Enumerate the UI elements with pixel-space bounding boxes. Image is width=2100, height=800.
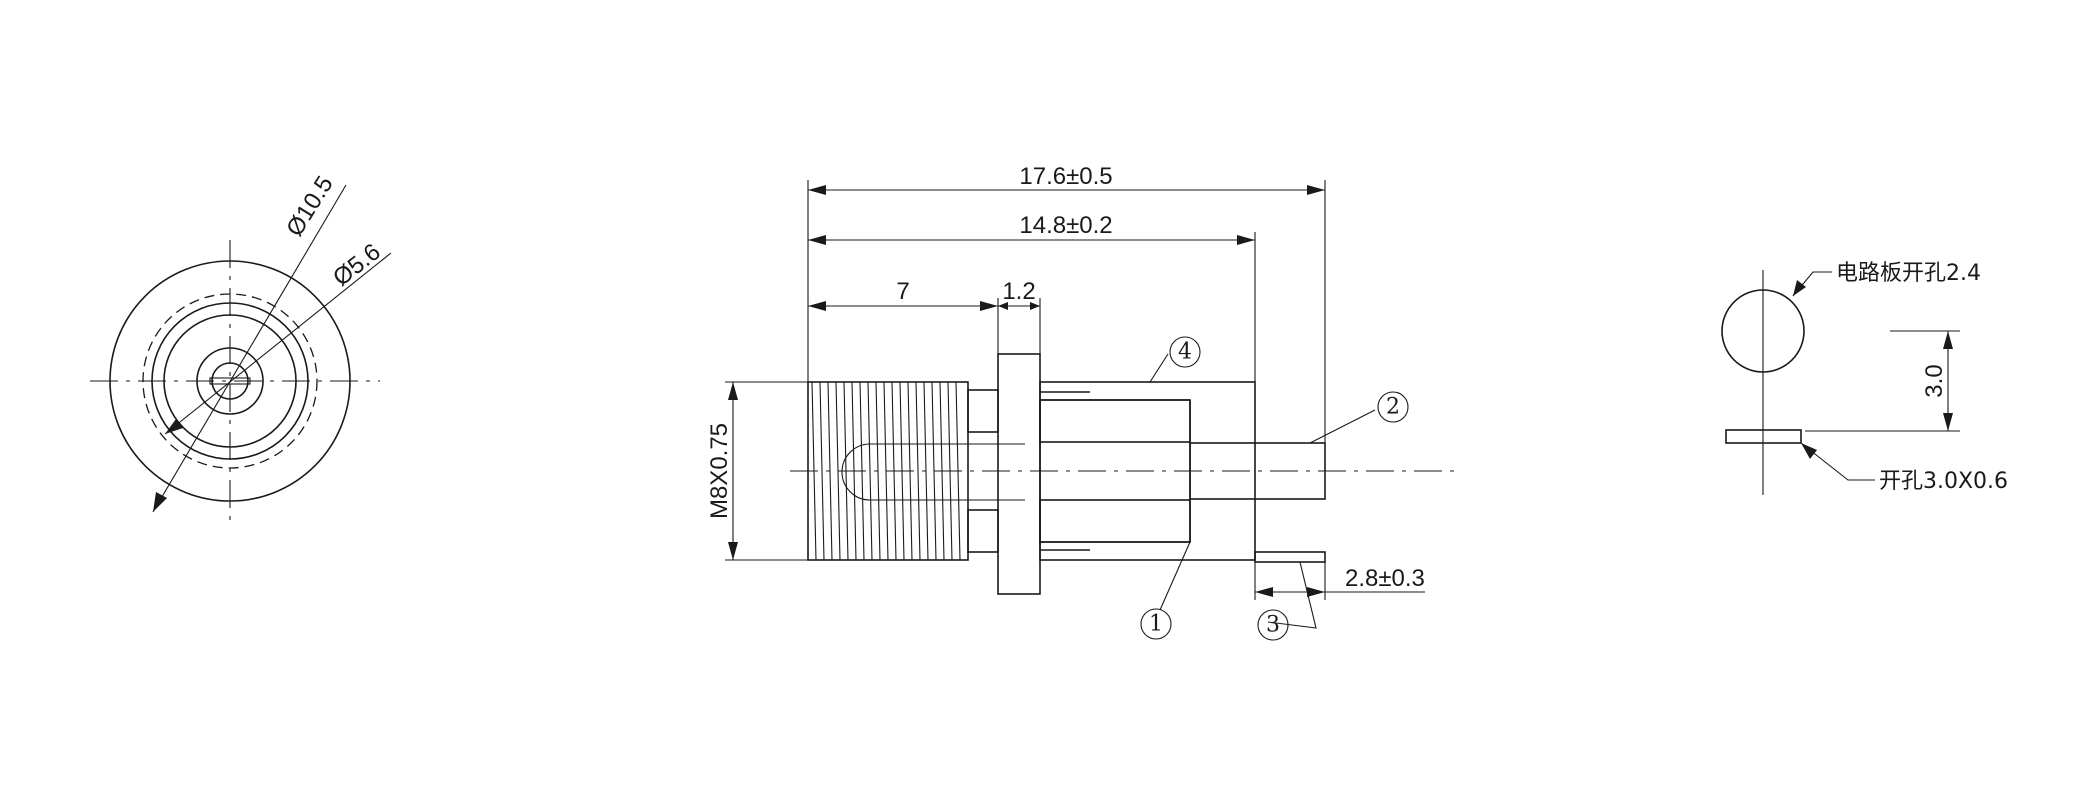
pcb-slot-hole — [1725, 429, 1802, 444]
thread-line — [819, 381, 825, 561]
front-view: Ø10.5 Ø5.6 — [90, 171, 392, 525]
overall-length-label: 17.6±0.5 — [1019, 163, 1112, 190]
thread-line — [915, 381, 921, 561]
callout-2: 2 — [1377, 391, 1409, 423]
callout-1-leader — [1159, 541, 1191, 611]
spacing-label: 3.0 — [1921, 364, 1948, 397]
body-length-label: 14.8±0.2 — [1019, 212, 1112, 239]
flange-outer-circle — [109, 260, 351, 502]
thread-root-circle — [142, 293, 318, 469]
thread-length-label: 7 — [896, 278, 909, 305]
pcb-round-hole — [1721, 289, 1805, 373]
side-view: 17.6±0.5 14.8±0.2 7 1.2 M8X0.75 2.8±0.3 … — [706, 163, 1460, 641]
dia-outer-arrow — [153, 492, 167, 512]
pin-3-terminal — [1254, 551, 1326, 563]
neck-bottom — [967, 509, 999, 553]
callout-3: 3 — [1257, 609, 1289, 641]
bore-circle — [163, 314, 297, 448]
center-pin-slot — [209, 377, 251, 385]
callout-3-leader — [1267, 561, 1317, 629]
callout-2-leader — [1309, 409, 1376, 444]
internal-bore — [841, 443, 1025, 501]
svg-text:2: 2 — [1386, 395, 1400, 420]
slot-hole-leader — [1800, 442, 1875, 481]
pcb-view: 3.0 电路板开孔2.4 开孔3.0X0.6 — [1721, 261, 2008, 495]
dia-outer-leader — [152, 184, 347, 513]
dia-inner-arrow — [165, 419, 183, 434]
center-pin-circle — [211, 362, 249, 400]
upper-contact — [1039, 399, 1191, 443]
pin-offset-label: 2.8±0.3 — [1345, 565, 1425, 592]
dia-inner-label: Ø5.6 — [328, 238, 386, 291]
dia-outer-label: Ø10.5 — [281, 171, 339, 241]
slot-hole-label: 开孔3.0X0.6 — [1879, 469, 2008, 494]
callout-4-leader — [1135, 353, 1169, 383]
thread-spec-label: M8X0.75 — [706, 423, 733, 519]
flange-thickness-label: 1.2 — [1002, 278, 1035, 305]
svg-text:1: 1 — [1149, 612, 1163, 637]
insulator-circle — [196, 347, 264, 415]
svg-text:3: 3 — [1266, 613, 1280, 638]
lower-contact — [1039, 499, 1191, 543]
dia-inner-leader — [164, 252, 392, 435]
thread-line — [867, 381, 873, 561]
flange — [997, 353, 1041, 595]
neck-top — [967, 389, 999, 433]
thread-circle — [151, 302, 309, 460]
round-hole-label: 电路板开孔2.4 — [1836, 261, 1981, 286]
callout-1: 1 — [1140, 608, 1172, 640]
callout-4: 4 — [1169, 336, 1201, 368]
svg-text:4: 4 — [1178, 340, 1192, 365]
